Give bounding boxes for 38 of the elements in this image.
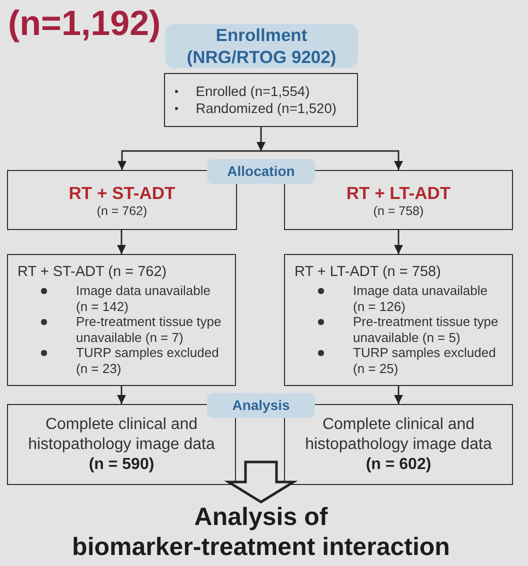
count-text: (n = 602) [364, 454, 432, 474]
description-text: Complete clinical and histopathology image data [27, 414, 216, 454]
arrow [118, 150, 261, 170]
header-text: Enrollment [214, 24, 308, 46]
count-text: (n = 758) [372, 202, 425, 218]
list-item-text: Randomized (n=1,520) [196, 100, 338, 117]
conclusion-text: Analysis of biomarker-treatment interaction [70, 502, 452, 564]
list-item-text: Image data unavailable (n = 126) [353, 283, 488, 314]
arm-title: RT + ST-ADT [68, 182, 176, 202]
header-box [165, 24, 358, 68]
list-box [164, 73, 358, 127]
list-item-text: TURP samples excluded (n = 25) [353, 345, 497, 376]
list-item-text: Image data unavailable (n = 142) [76, 283, 212, 314]
count-text: (n = 762) [96, 202, 148, 218]
arrow [256, 127, 266, 151]
hollow-arrow [224, 460, 298, 504]
description-text: Complete clinical and histopathology image data [304, 414, 493, 454]
arm-title: RT + LT-ADT [345, 182, 452, 202]
list-heading: RT + ST-ADT (n = 762) [18, 264, 168, 281]
header-text: (NRG/RTOG 9202) [186, 46, 338, 68]
list-item-text: TURP samples excluded (n = 23) [76, 345, 220, 376]
sample-size-label: (n=1,192) [8, 4, 161, 44]
list-box [7, 254, 236, 386]
section-tab [207, 159, 315, 184]
section-tab [207, 393, 315, 418]
section-label: Allocation [226, 162, 296, 181]
arrow [261, 150, 403, 170]
list-item-text: Pre-treatment tissue type unavailable (n = 7) [76, 314, 222, 345]
section-label: Analysis [231, 396, 291, 415]
count-text: (n = 590) [88, 454, 156, 474]
list-item-text: Pre-treatment tissue type unavailable (n = 5) [353, 314, 500, 345]
list-item-text: Enrolled (n=1,554) [196, 83, 311, 100]
arrow [394, 230, 403, 254]
arrow [117, 230, 126, 254]
arrow [394, 386, 403, 404]
list-box [284, 254, 513, 386]
list-heading: RT + LT-ADT (n = 758) [294, 264, 442, 281]
arrow [117, 386, 126, 404]
